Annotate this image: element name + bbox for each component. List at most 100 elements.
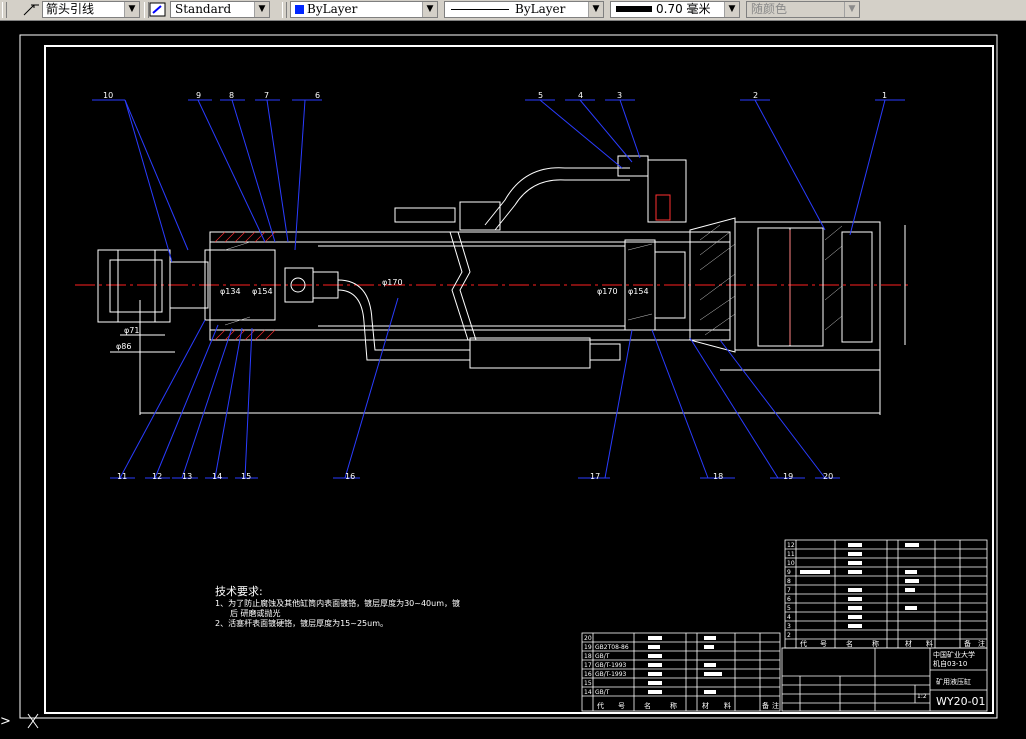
bom-upper-numbers: 12 11 10 9 8 7 6 5 4 3 2 <box>787 542 795 639</box>
balloon-label: 12 <box>152 472 162 481</box>
balloon-label: 17 <box>590 472 600 481</box>
bom-row-number: 19 <box>584 644 592 651</box>
bom-row-number: 6 <box>787 596 791 603</box>
bom-header-cell: 材 <box>702 701 709 710</box>
notes-line: 2、活塞杆表面镀硬铬，镀层厚度为15~25um。 <box>215 618 388 628</box>
cylinder-barrel <box>209 231 731 341</box>
notes-line: 后 研磨或抛光 <box>230 608 281 618</box>
balloon-label: 5 <box>538 91 543 100</box>
chevron-down-icon[interactable]: ▼ <box>124 2 139 17</box>
color-select[interactable]: ByLayer ▼ <box>290 1 438 18</box>
linetype-value: ByLayer <box>515 2 566 16</box>
balloon-label: 3 <box>617 91 622 100</box>
balloon-label: 20 <box>823 472 833 481</box>
balloon-label: 4 <box>578 91 583 100</box>
chevron-down-icon[interactable]: ▼ <box>724 2 739 17</box>
color-value: ByLayer <box>307 2 358 16</box>
toolbar-grip[interactable] <box>282 2 287 18</box>
bom-row-number: 9 <box>787 569 791 576</box>
bom-lower-numbers: 20 19 18 17 16 15 14 GB2T08-86 GB/T GB/T… <box>584 635 629 696</box>
bom-row-number: 20 <box>584 635 592 642</box>
class-name: 机自03-10 <box>933 659 967 668</box>
bom-row-number: 18 <box>584 653 592 660</box>
command-prompt[interactable]: > <box>0 714 11 729</box>
bom-row-number: 3 <box>787 623 791 630</box>
bom-upper-cells <box>800 543 919 628</box>
bom-upper-table <box>784 539 988 649</box>
school-name: 中国矿业大学 <box>933 650 975 659</box>
bom-header-cell: 代 <box>800 639 807 648</box>
bom-row-number: 2 <box>787 632 791 639</box>
part-name: 矿用液压缸 <box>936 677 971 686</box>
ucs-icon <box>27 713 39 729</box>
cylinder-assembly <box>97 155 906 415</box>
bom-header-cell: 备 <box>762 701 769 710</box>
bom-code: GB/T-1993 <box>595 671 627 678</box>
balloon-label: 2 <box>753 91 758 100</box>
bom-row-number: 14 <box>584 689 592 696</box>
drawing-canvas[interactable]: φ134 φ154 φ170 φ170 φ154 φ71 φ86 10 9 8 <box>0 21 1026 735</box>
bom-header-cell: 称 <box>670 701 677 710</box>
leader-style-select[interactable]: 箭头引线 ▼ <box>42 1 140 18</box>
bom-code: GB2T08-86 <box>595 644 629 651</box>
chevron-down-icon[interactable]: ▼ <box>844 2 859 17</box>
toolbar-grip[interactable] <box>2 2 7 18</box>
lineweight-select[interactable]: 0.70 毫米 ▼ <box>610 1 740 18</box>
bom-row-number: 15 <box>584 680 592 687</box>
bom-row-number: 10 <box>787 560 795 567</box>
section-hatch <box>214 230 791 345</box>
text-style-value: Standard <box>175 2 232 16</box>
dim-label: φ154 <box>252 287 273 296</box>
bom-row-number: 11 <box>787 551 795 558</box>
bom-header-cell: 名 <box>846 639 853 648</box>
linetype-preview <box>451 9 509 10</box>
bom-header-cell: 备 <box>964 639 971 648</box>
chevron-down-icon[interactable]: ▼ <box>422 2 437 17</box>
balloon-label: 11 <box>117 472 127 481</box>
chevron-down-icon[interactable]: ▼ <box>588 2 603 17</box>
bom-upper-header: 代 号 名 称 材 料 备 注 <box>800 639 985 648</box>
text-style-icon <box>149 2 167 17</box>
rod-end-eye <box>97 249 171 323</box>
chevron-down-icon[interactable]: ▼ <box>254 2 269 17</box>
bom-lower-table <box>581 632 781 712</box>
bom-row-number: 7 <box>787 587 791 594</box>
balloon-label: 13 <box>182 472 192 481</box>
bom-header-cell: 注 <box>978 639 985 648</box>
notes-line: 1、为了防止腐蚀及其他缸筒内表面镀铬，镀层厚度为30~40um，镀 <box>215 598 460 608</box>
lineweight-value: 0.70 毫米 <box>656 2 711 16</box>
text-style-select[interactable]: Standard ▼ <box>170 1 270 18</box>
bom-header-cell: 号 <box>820 640 827 648</box>
scale: 1:2 <box>917 693 927 700</box>
bom-code: GB/T-1993 <box>595 662 627 669</box>
leader-icon <box>22 2 40 17</box>
dim-label: φ86 <box>116 342 131 351</box>
dim-label: φ170 <box>597 287 618 296</box>
linetype-select[interactable]: ByLayer ▼ <box>444 1 604 18</box>
properties-toolbar: 箭头引线 ▼ Standard ▼ ByLayer ▼ ByLayer ▼ 0.… <box>0 0 1026 21</box>
bom-header-cell: 材 <box>905 639 912 648</box>
balloon-label: 9 <box>196 91 201 100</box>
bom-row-number: 4 <box>787 614 791 621</box>
bom-row-number: 5 <box>787 605 791 612</box>
bom-header-cell: 料 <box>724 701 731 710</box>
balloon-label: 1 <box>882 91 887 100</box>
title-block-text: 中国矿业大学 机自03-10 矿用液压缸 WY20-01 1:2 <box>917 650 986 708</box>
bom-header-cell: 称 <box>872 639 879 648</box>
title-block <box>781 647 988 712</box>
lineweight-preview <box>616 6 652 12</box>
bom-header-cell: 名 <box>644 701 651 710</box>
plot-style-select[interactable]: 随颜色 ▼ <box>746 1 860 18</box>
balloon-label: 15 <box>241 472 251 481</box>
balloon-label: 16 <box>345 472 355 481</box>
balloon-label: 10 <box>103 91 113 100</box>
bom-row-number: 8 <box>787 578 791 585</box>
bom-code: GB/T <box>595 653 610 660</box>
drawing-number: WY20-01 <box>936 695 986 708</box>
toolbar-grip[interactable] <box>144 2 149 18</box>
leader-style-value: 箭头引线 <box>46 2 95 16</box>
bom-lower-header: 代 号 名 称 材 料 备 注 <box>597 701 779 710</box>
balloon-label: 14 <box>212 472 222 481</box>
plot-style-value: 随颜色 <box>751 2 788 16</box>
dim-label: φ71 <box>124 326 139 335</box>
